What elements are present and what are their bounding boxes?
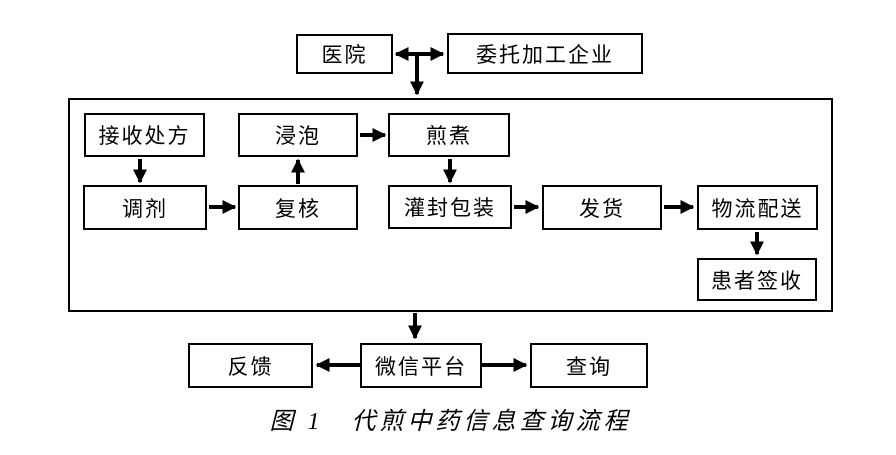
node-dispense: 调剂 <box>83 185 207 230</box>
node-fill-package: 灌封包装 <box>388 185 512 229</box>
node-decoct: 煎煮 <box>388 113 510 157</box>
node-patient-sign: 患者签收 <box>697 258 817 301</box>
process-container <box>68 98 833 312</box>
node-wechat-platform: 微信平台 <box>360 343 482 388</box>
node-enterprise: 委托加工企业 <box>447 33 643 74</box>
node-ship: 发货 <box>542 185 662 230</box>
node-logistics-delivery: 物流配送 <box>697 185 818 230</box>
node-feedback: 反馈 <box>188 343 313 388</box>
figure-caption: 图 1 代煎中药信息查询流程 <box>269 409 632 435</box>
node-soak: 浸泡 <box>238 113 358 157</box>
node-receive-prescription: 接收处方 <box>84 113 205 157</box>
node-review: 复核 <box>238 185 358 230</box>
node-query: 查询 <box>530 343 648 388</box>
node-hospital: 医院 <box>296 34 393 74</box>
